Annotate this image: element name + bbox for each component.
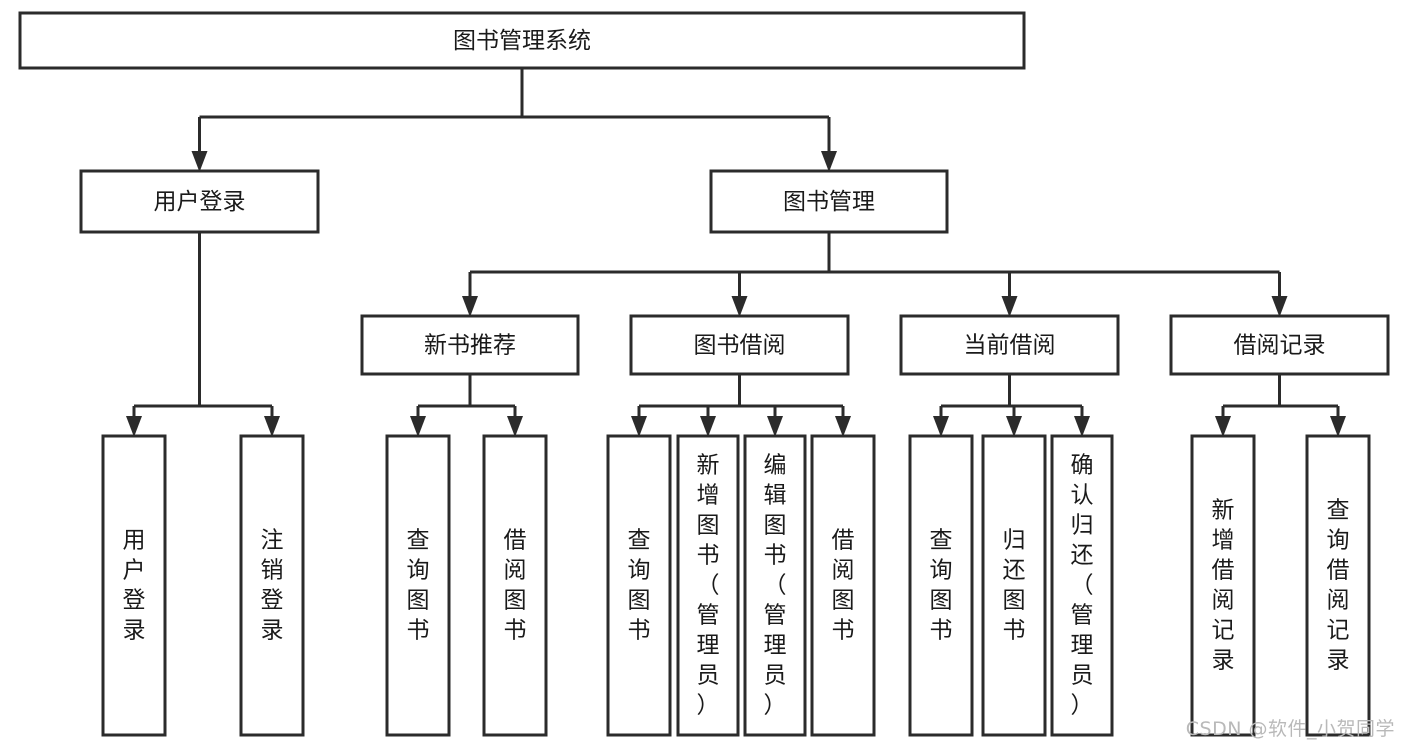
node-l-query-record[interactable]: 查询借阅记录 <box>1305 434 1371 737</box>
node-box[interactable] <box>1305 434 1371 737</box>
node-l-logout[interactable]: 注销登录 <box>239 434 305 737</box>
arrow-head-icon <box>1001 296 1018 317</box>
arrow-head-icon <box>767 416 783 437</box>
arrow-head-icon <box>1330 416 1346 437</box>
node-l-borrow-book-2[interactable]: 借阅图书 <box>810 434 876 737</box>
node-box[interactable] <box>1169 314 1390 376</box>
node-label: 图书管理 <box>783 189 875 215</box>
arrow-head-icon <box>700 416 716 437</box>
arrow-head-icon <box>462 296 478 317</box>
node-box[interactable] <box>981 434 1047 737</box>
node-label: 查询借阅记录 <box>1327 497 1350 673</box>
node-label: 查询图书 <box>407 527 430 643</box>
node-n-book-mgmt[interactable]: 图书管理 <box>709 169 949 234</box>
csdn-watermark: CSDN @软件_小贺同学 <box>1185 718 1395 740</box>
node-box[interactable] <box>1050 434 1114 737</box>
arrow-head-icon <box>126 416 142 437</box>
node-l-add-book[interactable]: 新增图书（管理员） <box>676 434 740 737</box>
node-l-add-record[interactable]: 新增借阅记录 <box>1190 434 1256 737</box>
node-box[interactable] <box>908 434 974 737</box>
node-box[interactable] <box>899 314 1120 376</box>
arrow-head-icon <box>410 416 426 437</box>
node-label: 新书推荐 <box>424 333 516 359</box>
node-box[interactable] <box>360 314 580 376</box>
arrow-head-icon <box>933 416 949 437</box>
node-box[interactable] <box>18 11 1026 70</box>
node-l-query-book-3[interactable]: 查询图书 <box>908 434 974 737</box>
node-label: 图书管理系统 <box>453 28 591 54</box>
arrow-head-icon <box>1006 416 1022 437</box>
nodes-layer: 图书管理系统用户登录图书管理新书推荐图书借阅当前借阅借阅记录用户登录注销登录查询… <box>18 11 1390 737</box>
arrow-head-icon <box>507 416 523 437</box>
node-label: 当前借阅 <box>964 333 1056 359</box>
node-n-current-borrow[interactable]: 当前借阅 <box>899 314 1120 376</box>
node-box[interactable] <box>709 169 949 234</box>
node-box[interactable] <box>482 434 548 737</box>
node-label: 借阅图书 <box>504 527 527 643</box>
connectors-layer <box>126 68 1346 437</box>
node-box[interactable] <box>1190 434 1256 737</box>
arrow-head-icon <box>821 151 837 172</box>
node-n-user-login[interactable]: 用户登录 <box>79 169 320 234</box>
node-label: 查询图书 <box>628 527 651 643</box>
node-n-new-book-rec[interactable]: 新书推荐 <box>360 314 580 376</box>
node-label: 图书借阅 <box>694 333 786 359</box>
node-l-borrow-book-1[interactable]: 借阅图书 <box>482 434 548 737</box>
node-label: 查询图书 <box>930 527 953 643</box>
node-label: 新增借阅记录 <box>1212 497 1235 673</box>
node-label: 用户登录 <box>123 527 146 643</box>
node-box[interactable] <box>79 169 320 234</box>
arrow-head-icon <box>264 416 280 437</box>
node-box[interactable] <box>239 434 305 737</box>
arrow-head-icon <box>1074 416 1090 437</box>
arrow-head-icon <box>835 416 851 437</box>
node-box[interactable] <box>101 434 167 737</box>
node-label: 归还图书 <box>1003 527 1026 643</box>
node-l-query-book-2[interactable]: 查询图书 <box>606 434 672 737</box>
node-l-confirm-return[interactable]: 确认归还（管理员） <box>1050 434 1114 737</box>
arrow-head-icon <box>631 416 647 437</box>
node-n-book-borrow[interactable]: 图书借阅 <box>629 314 850 376</box>
node-label: 新增图书（管理员） <box>697 452 720 718</box>
node-l-edit-book[interactable]: 编辑图书（管理员） <box>743 434 807 737</box>
node-label: 用户登录 <box>154 189 246 215</box>
node-box[interactable] <box>385 434 451 737</box>
node-label: 编辑图书（管理员） <box>764 452 787 718</box>
node-n-borrow-record[interactable]: 借阅记录 <box>1169 314 1390 376</box>
arrow-head-icon <box>191 151 208 172</box>
arrow-head-icon <box>1271 296 1288 317</box>
node-box[interactable] <box>743 434 807 737</box>
node-box[interactable] <box>606 434 672 737</box>
arrow-head-icon <box>731 296 748 317</box>
node-box[interactable] <box>629 314 850 376</box>
node-l-user-login[interactable]: 用户登录 <box>101 434 167 737</box>
node-label: 注销登录 <box>261 527 284 643</box>
node-label: 确认归还（管理员） <box>1071 452 1094 718</box>
node-l-return-book[interactable]: 归还图书 <box>981 434 1047 737</box>
node-box[interactable] <box>676 434 740 737</box>
node-l-query-book-1[interactable]: 查询图书 <box>385 434 451 737</box>
arrow-head-icon <box>1215 416 1231 437</box>
node-label: 借阅记录 <box>1234 333 1326 359</box>
node-root[interactable]: 图书管理系统 <box>18 11 1026 70</box>
node-label: 借阅图书 <box>832 527 855 643</box>
node-box[interactable] <box>810 434 876 737</box>
